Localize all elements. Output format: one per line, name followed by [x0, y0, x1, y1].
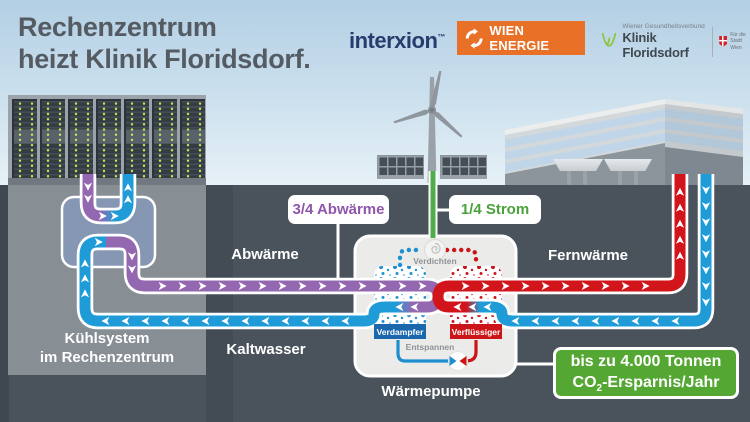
- co2-line2: CO2-Ersparnis/Jahr: [572, 373, 720, 395]
- flow-arrows: [80, 182, 711, 326]
- klinik-leaf-icon: [601, 32, 617, 47]
- condenser-dots: [450, 266, 502, 330]
- evaporator-plate: [374, 324, 426, 339]
- entrance-canopy: [604, 159, 652, 171]
- kuehlsystem-label: Kühlsystem im Rechenzentrum: [39, 330, 175, 366]
- fernwaerme-label: Fernwärme: [547, 247, 629, 264]
- server-rack: [68, 99, 93, 180]
- verdampfer-label: Verdampfer: [377, 327, 424, 337]
- canopy-post: [618, 171, 622, 185]
- expansion-valve-icon: [448, 351, 468, 371]
- district-heat-pipe: [432, 174, 686, 313]
- datacenter-wall: [8, 95, 206, 185]
- verdichten-label: Verdichten: [413, 256, 456, 266]
- solar-panel-array: [440, 155, 487, 179]
- solar-panel-array: [377, 155, 424, 179]
- kaltwasser-label: Kaltwasser: [226, 341, 306, 358]
- co2-line1: bis zu 4.000 Tonnen: [570, 352, 722, 370]
- klinik-name-label: Klinik Floridsdorf: [622, 30, 689, 60]
- server-rack: [40, 99, 65, 180]
- cooling-system-box: [60, 195, 157, 269]
- wien-crest-icon: [719, 36, 728, 47]
- verfluessiger-label: Verflüssiger: [452, 327, 501, 337]
- condenser-plate: [450, 324, 502, 339]
- underground-shadow-strip: [206, 185, 233, 422]
- district-return-pipe: [472, 174, 712, 327]
- evaporator-pipe-transition: [396, 301, 412, 313]
- klinik-floridsdorf-logo: Wiener Gesundheitsverbund Klinik Florids…: [599, 23, 750, 60]
- trademark-symbol: ™: [437, 32, 445, 42]
- entrance-canopy: [553, 159, 603, 171]
- valve-line-cold: [396, 340, 450, 363]
- interxion-logo: interxion™: [349, 28, 445, 53]
- server-rack: [124, 99, 149, 180]
- wien-energie-logo: WIEN ENERGIE: [457, 21, 585, 55]
- page-title: Rechenzentrum heizt Klinik Floridsdorf.: [18, 12, 311, 74]
- datacenter-floor: [8, 178, 206, 185]
- refrigerant-line-cold: [397, 247, 426, 268]
- server-rack: [12, 99, 37, 180]
- klinik-org-label: Wiener Gesundheitsverbund: [622, 23, 705, 30]
- abwaerme-label: Abwärme: [231, 246, 299, 263]
- canopy-post: [567, 171, 571, 185]
- entspannen-label: Entspannen: [406, 342, 455, 352]
- klinik-text-block: Wiener Gesundheitsverbund Klinik Florids…: [622, 23, 706, 60]
- canopy-post: [634, 171, 638, 185]
- wien-crest-text: Für die Stadt Wien: [730, 31, 746, 51]
- canopy-post: [583, 171, 587, 185]
- server-pipe-transition: [100, 210, 115, 222]
- evaporator-dots: [374, 266, 426, 330]
- server-rack: [152, 99, 177, 180]
- wien-energie-icon: [465, 27, 483, 49]
- wien-energie-label: WIEN ENERGIE: [489, 23, 550, 53]
- wind-turbine: [393, 71, 463, 183]
- server-rack: [96, 99, 121, 180]
- valve-blue-triangle: [449, 356, 457, 366]
- cold-water-pipe: [79, 236, 404, 327]
- underground-left-strip: [0, 185, 9, 422]
- co2-savings-badge: bis zu 4.000 Tonnen CO2-Ersparnis/Jahr: [553, 347, 739, 399]
- abwaerme-callout: 3/4 Abwärme: [288, 195, 389, 224]
- compressor-spiral: [431, 242, 441, 254]
- server-rack: [180, 99, 205, 180]
- strom-callout: 1/4 Strom: [449, 195, 541, 224]
- valve-red-triangle: [459, 356, 467, 366]
- waermepumpe-label: Wärmepumpe: [381, 383, 481, 400]
- logo-divider: [712, 26, 714, 57]
- refrigerant-line-hot: [444, 247, 479, 268]
